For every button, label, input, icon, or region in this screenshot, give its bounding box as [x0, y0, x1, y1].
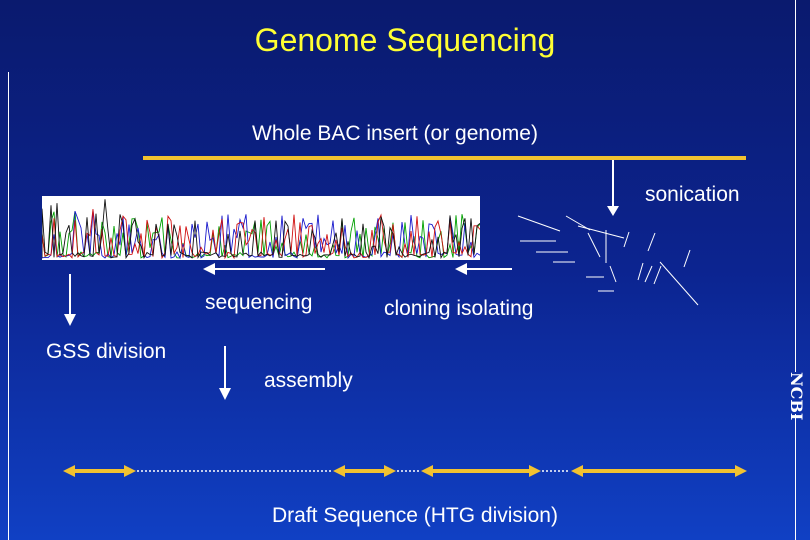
contig-3-left-arrowhead — [421, 465, 433, 477]
cloning-isolating-label: cloning isolating — [384, 297, 534, 320]
gss-division-label: GSS division — [46, 340, 167, 363]
bac-insert-bar — [143, 156, 746, 160]
contig-2-left-arrowhead — [333, 465, 345, 477]
sequencing-label: sequencing — [205, 291, 313, 314]
contig-4-left-arrowhead — [571, 465, 583, 477]
contig-3-right-arrowhead — [529, 465, 541, 477]
contig-1-left-arrowhead — [63, 465, 75, 477]
gss-arrowhead — [64, 314, 76, 326]
frame-line-right — [795, 0, 796, 372]
frame-line-left — [8, 72, 9, 540]
sonicated-fragments — [517, 215, 699, 306]
sonication-label: sonication — [645, 183, 740, 206]
draft-sequence-label: Draft Sequence (HTG division) — [272, 504, 558, 527]
frame-line-right-lower — [795, 414, 796, 540]
sonication-arrowhead — [607, 206, 619, 216]
slide-title: Genome Sequencing — [254, 22, 556, 58]
sequencing-arrowhead — [203, 263, 215, 275]
ncbi-logo: NCBI — [787, 372, 806, 421]
contig-2-right-arrowhead — [384, 465, 396, 477]
chromatogram-trace — [42, 196, 480, 260]
trace-lines — [42, 199, 480, 260]
assembly-arrowhead — [219, 388, 231, 400]
whole-bac-label: Whole BAC insert (or genome) — [252, 122, 538, 145]
draft-sequence-contigs — [63, 465, 747, 477]
contig-4-right-arrowhead — [735, 465, 747, 477]
contig-1-right-arrowhead — [124, 465, 136, 477]
cloning-arrowhead — [455, 263, 467, 275]
assembly-label: assembly — [264, 369, 353, 392]
trace-channel-0 — [42, 211, 480, 260]
trace-channel-3 — [42, 199, 480, 260]
trace-channel-2 — [42, 209, 480, 260]
